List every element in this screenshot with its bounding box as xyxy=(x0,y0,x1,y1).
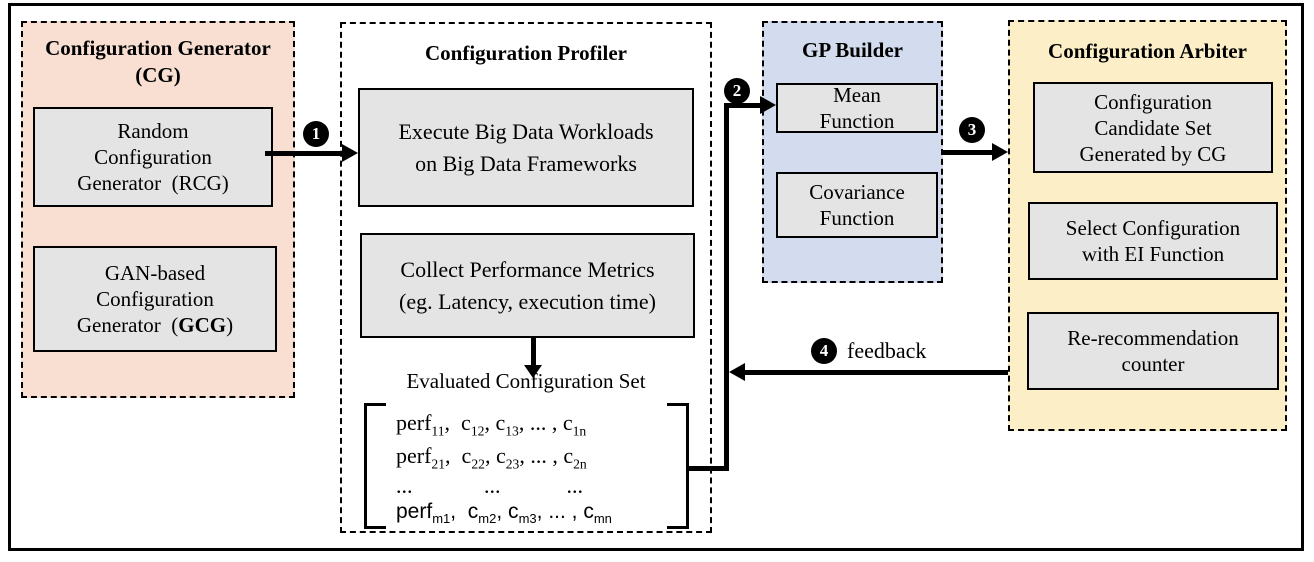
node-text-line: Generator (RCG) xyxy=(77,171,229,195)
panel-gp-builder: GP Builder Mean Function Covariance Func… xyxy=(762,21,943,283)
node-text-line: (eg. Latency, execution time) xyxy=(399,288,656,314)
node-text-line: Re-recommendation xyxy=(1067,326,1239,350)
node-text-line: Function xyxy=(819,109,895,133)
node-text-line: Configuration xyxy=(1094,89,1212,114)
collect-to-set-arrow-line xyxy=(531,338,536,365)
node-rerecommendation-counter: Re-recommendation counter xyxy=(1027,312,1279,390)
node-text-line: Random xyxy=(117,119,189,143)
arrow-2-connector-vertical xyxy=(724,103,729,471)
node-text-line: on Big Data Frameworks xyxy=(415,150,637,176)
node-text-line: Function xyxy=(819,206,895,230)
panel-title-configuration-arbiter: Configuration Arbiter xyxy=(1048,39,1247,63)
collect-to-set-arrow-head-icon xyxy=(524,365,542,378)
arrow-3-head-icon xyxy=(992,143,1008,161)
node-text-line: Mean xyxy=(833,83,881,107)
node-text-line: Covariance xyxy=(809,180,905,204)
node-text-line: Generated by CG xyxy=(1079,141,1227,166)
matrix-row: perf11, c12, c13, ... , c1n xyxy=(396,410,587,439)
node-text-line: Configuration xyxy=(96,287,214,311)
evaluated-configuration-matrix: perf11, c12, c13, ... , c1n perf21, c22,… xyxy=(364,403,692,531)
panel-title-line: (CG) xyxy=(135,63,181,87)
step-4-badge: 4 xyxy=(811,338,837,364)
matrix-right-bracket-tick xyxy=(667,526,689,529)
arrow-1-line xyxy=(265,151,344,156)
node-text-line: Configuration xyxy=(94,145,212,169)
node-gan-based-configuration-generator: GAN-based Configuration Generator (GCG) xyxy=(33,246,277,352)
matrix-row: ... ... ... xyxy=(396,473,583,498)
node-text-line: Select Configuration xyxy=(1065,216,1241,240)
diagram-frame xyxy=(8,3,1304,551)
matrix-left-bracket-tick xyxy=(364,403,386,406)
step-2-badge: 2 xyxy=(724,78,750,104)
panel-configuration-generator: Configuration Generator (CG) Random Conf… xyxy=(21,21,295,398)
matrix-right-bracket xyxy=(686,403,689,529)
panel-configuration-arbiter: Configuration Arbiter Configuration Cand… xyxy=(1008,20,1287,431)
node-text-line: Generator (GCG) xyxy=(76,313,234,337)
panel-title-configuration-profiler: Configuration Profiler xyxy=(424,41,627,65)
node-random-configuration-generator: Random Configuration Generator (RCG) xyxy=(33,107,273,207)
node-text-line: Candidate Set xyxy=(1094,115,1212,140)
step-3-badge: 3 xyxy=(959,117,985,143)
feedback-label: feedback xyxy=(847,338,927,363)
arrow-2-connector-bottom xyxy=(689,466,729,471)
node-text-line: counter xyxy=(1121,352,1185,376)
node-mean-function: Mean Function xyxy=(776,83,938,133)
node-text-line: Collect Performance Metrics xyxy=(400,256,655,282)
node-configuration-candidate-set: Configuration Candidate Set Generated by… xyxy=(1033,82,1273,173)
arrow-2-line xyxy=(724,103,762,108)
matrix-row: perfm1, cm2, cm3, ... , cmn xyxy=(396,500,612,527)
node-text-line: with EI Function xyxy=(1081,242,1225,266)
node-text-line: GAN-based xyxy=(104,261,206,285)
node-text-line: Execute Big Data Workloads xyxy=(398,118,654,144)
feedback-arrow-line xyxy=(744,370,1008,375)
arrow-3-line xyxy=(943,150,992,155)
matrix-right-bracket-tick xyxy=(667,403,689,406)
node-execute-big-data-workloads: Execute Big Data Workloads on Big Data F… xyxy=(358,88,694,207)
panel-configuration-profiler: Configuration Profiler Execute Big Data … xyxy=(340,22,712,533)
arrow-2-head-icon xyxy=(760,96,776,114)
feedback-arrow-head-icon xyxy=(729,363,745,381)
step-1-badge: 1 xyxy=(303,121,329,147)
node-collect-performance-metrics: Collect Performance Metrics (eg. Latency… xyxy=(360,233,695,338)
panel-title-gp-builder: GP Builder xyxy=(802,38,903,62)
node-select-configuration-ei: Select Configuration with EI Function xyxy=(1028,202,1278,280)
panel-title-configuration-generator: Configuration Generator (CG) xyxy=(23,35,293,89)
matrix-row: perf21, c22, c23, ... , c2n xyxy=(396,443,587,472)
arrow-1-head-icon xyxy=(342,144,358,162)
panel-title-line: Configuration Generator xyxy=(45,36,271,60)
matrix-left-bracket xyxy=(364,403,367,529)
node-covariance-function: Covariance Function xyxy=(776,172,938,238)
matrix-left-bracket-tick xyxy=(364,526,386,529)
